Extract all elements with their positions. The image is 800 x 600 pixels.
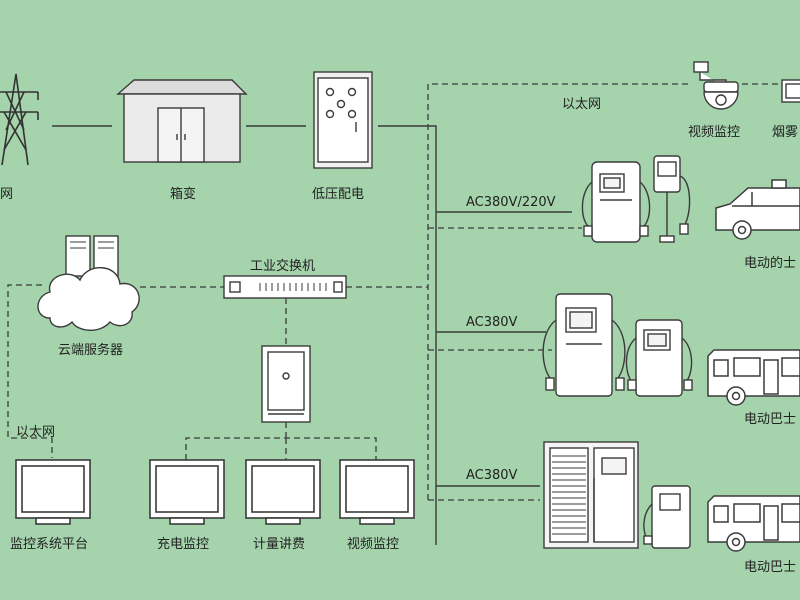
dc-charger-3-icon bbox=[625, 319, 693, 397]
monitor-bus-line bbox=[185, 437, 377, 460]
monitor-charging-icon bbox=[149, 459, 225, 525]
industrial-switch-icon bbox=[223, 275, 347, 299]
taxi-icon bbox=[715, 179, 800, 240]
power-cabinet-icon bbox=[543, 441, 639, 549]
monitor-video-icon bbox=[339, 459, 415, 525]
ac-charger-pillar-icon bbox=[653, 155, 691, 243]
ac-line-1-label: AC380V/220V bbox=[466, 195, 556, 210]
dc-charger-4-icon bbox=[643, 485, 691, 549]
ptz-camera-icon bbox=[693, 61, 739, 110]
bus-2-icon bbox=[707, 495, 800, 552]
electric-taxi-label: 电动的士 bbox=[744, 256, 797, 271]
charging-monitoring-label: 充电监控 bbox=[157, 537, 210, 552]
bus-1-icon bbox=[707, 349, 800, 406]
ethernet-bus-line bbox=[427, 83, 690, 500]
cloud-server-label: 云端服务器 bbox=[58, 343, 124, 358]
grid-label: 网 bbox=[0, 187, 14, 202]
metering-billing-label: 计量讲费 bbox=[253, 537, 306, 552]
industrial-switch-label: 工业交换机 bbox=[250, 259, 316, 274]
distribution-cabinet-icon bbox=[313, 71, 373, 169]
monitor-billing-icon bbox=[245, 459, 321, 525]
dc-charger-2-icon bbox=[542, 293, 626, 397]
distribution-label: 低压配电 bbox=[312, 187, 365, 202]
box-transformer-icon bbox=[116, 79, 248, 163]
video-monitoring-top-label: 视频监控 bbox=[688, 125, 741, 140]
ethernet-bottom-label: 以太网 bbox=[16, 425, 56, 440]
video-monitoring-bottom-label: 视频监控 bbox=[347, 537, 400, 552]
server-tower-icon bbox=[261, 345, 311, 423]
cloud-server-icon bbox=[37, 235, 140, 331]
ac-line-3-label: AC380V bbox=[466, 468, 518, 483]
ethernet-top-label: 以太网 bbox=[562, 97, 602, 112]
cloud-to-platform-line bbox=[7, 284, 53, 458]
ac-line-2-label: AC380V bbox=[466, 315, 518, 330]
electric-bus-1-label: 电动巴士 bbox=[744, 412, 797, 427]
smoke-label: 烟雾 bbox=[772, 125, 799, 140]
monitor-platform-icon bbox=[15, 459, 91, 525]
dc-charger-1-icon bbox=[581, 161, 651, 243]
ac-bus-line bbox=[378, 125, 437, 545]
electric-bus-2-label: 电动巴士 bbox=[744, 560, 797, 575]
power-tower-icon bbox=[0, 73, 39, 166]
box-transformer-label: 箱变 bbox=[170, 187, 197, 202]
monitoring-platform-label: 监控系统平台 bbox=[10, 537, 89, 552]
smoke-detector-icon bbox=[781, 79, 800, 103]
